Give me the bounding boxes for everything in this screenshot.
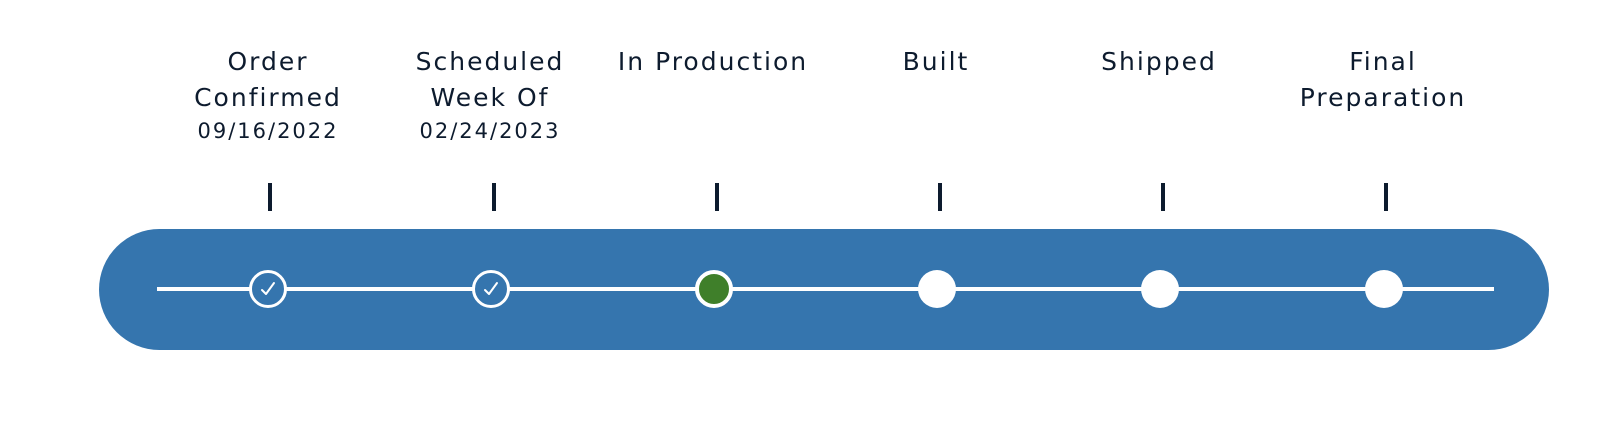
stage-tick (268, 183, 272, 211)
stage-label-built: Built (826, 44, 1046, 80)
stage-title: Shipped (1101, 47, 1217, 76)
stage-date: 02/24/2023 (419, 119, 561, 143)
stage-node-built (918, 270, 956, 308)
stage-label-final-preparation: Final Preparation (1263, 44, 1503, 116)
stage-label-scheduled-week-of: Scheduled Week Of 02/24/2023 (380, 44, 600, 144)
stage-node-scheduled-week-of (472, 270, 510, 308)
check-icon (261, 282, 275, 295)
stage-tick (492, 183, 496, 211)
stage-node-order-confirmed (249, 270, 287, 308)
stage-tick (1161, 183, 1165, 211)
stage-title: Final Preparation (1299, 47, 1467, 112)
stage-title: In Production (617, 47, 809, 76)
stage-node-final-preparation (1365, 270, 1403, 308)
stage-title: Order Confirmed (194, 47, 342, 112)
current-dot-icon (695, 270, 733, 308)
stage-title: Scheduled Week Of (415, 47, 565, 112)
check-icon (484, 282, 498, 295)
progress-line (157, 287, 1494, 291)
stage-tick (715, 183, 719, 211)
stage-tick (938, 183, 942, 211)
stage-node-shipped (1141, 270, 1179, 308)
stage-label-shipped: Shipped (1049, 44, 1269, 80)
stage-tick (1384, 183, 1388, 211)
stage-date: 09/16/2022 (197, 119, 339, 143)
stage-label-order-confirmed: Order Confirmed 09/16/2022 (158, 44, 378, 144)
stage-title: Built (902, 47, 970, 76)
stage-label-in-production: In Production (583, 44, 843, 80)
